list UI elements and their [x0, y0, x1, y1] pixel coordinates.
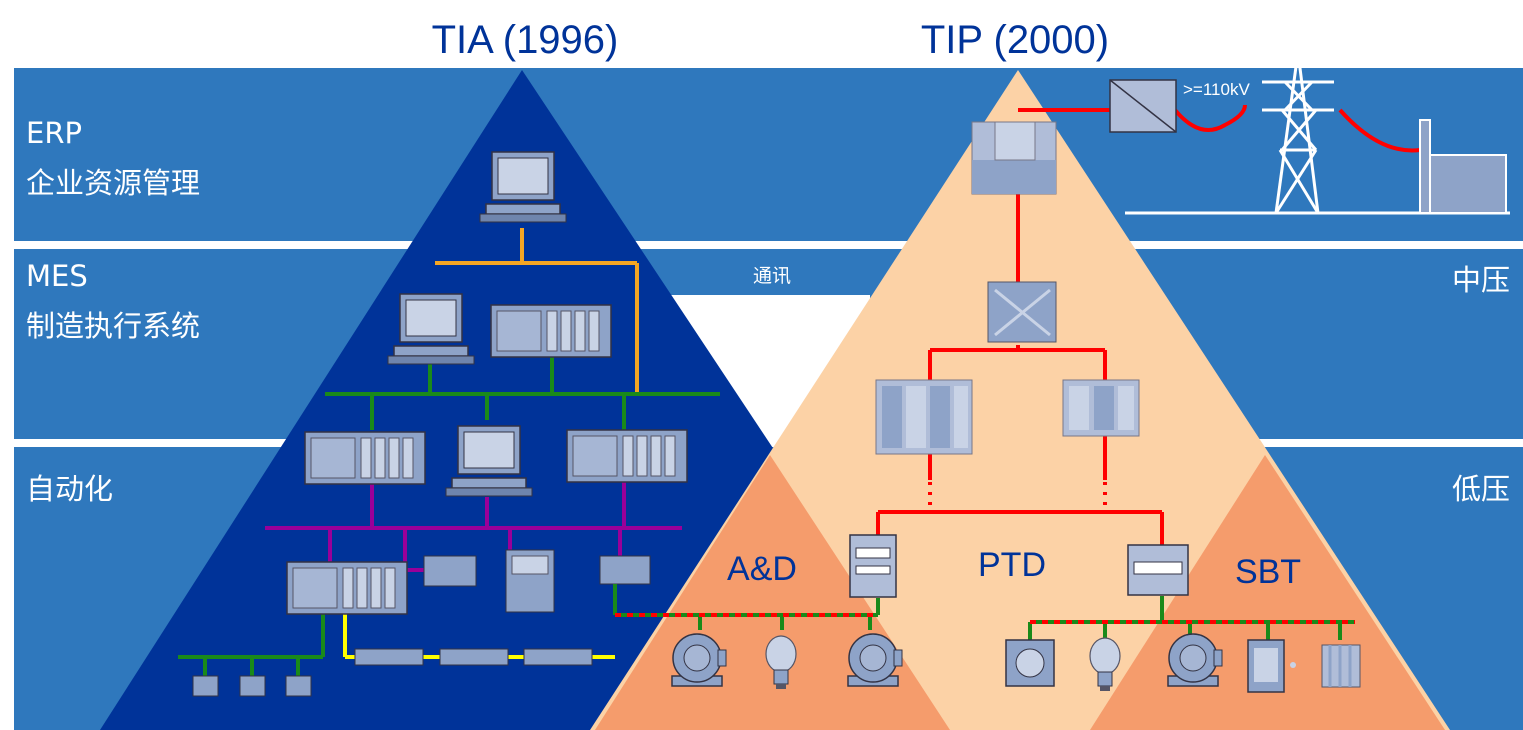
switchboard-icon — [875, 379, 973, 455]
panel-screen — [511, 555, 549, 575]
power-bus — [613, 584, 1355, 640]
erp-cn-label: 企业资源管理 — [26, 166, 200, 200]
sensor-box — [192, 675, 219, 697]
field-bus — [178, 606, 325, 676]
low-voltage-label: 低压 — [1452, 472, 1510, 506]
plc-icon — [304, 431, 426, 485]
drive-module-icon — [423, 555, 477, 587]
io-module — [523, 648, 593, 666]
converter-icon — [1109, 79, 1177, 133]
mes-pc-icon — [387, 293, 475, 365]
mes-label: MES — [26, 259, 88, 293]
sbt-label: SBT — [1235, 553, 1301, 591]
automation-label: 自动化 — [26, 472, 113, 506]
plc-icon — [566, 429, 688, 483]
distribution-box-icon — [1127, 544, 1189, 596]
communication-label: 通讯 — [753, 265, 791, 287]
distribution-box-icon — [849, 534, 897, 598]
switchboard-icon — [1062, 379, 1140, 437]
radiator-icon — [1321, 644, 1361, 688]
sensor-box — [285, 675, 312, 697]
orange-bus — [435, 228, 639, 394]
green-bus — [325, 356, 720, 430]
hmi-pc-icon — [445, 425, 533, 497]
tip-title: TIP (2000) — [921, 18, 1109, 62]
io-module — [354, 648, 424, 666]
ad-label: A&D — [727, 550, 797, 588]
mes-plc-icon — [490, 304, 612, 358]
servo-motor-icon — [599, 555, 651, 585]
socket-icon — [1005, 639, 1055, 687]
purple-bus — [265, 482, 682, 572]
high-voltage-label: >=110kV — [1183, 80, 1250, 99]
power-line — [876, 104, 1421, 545]
sensor-box — [239, 675, 266, 697]
io-module — [439, 648, 509, 666]
erp-label: ERP — [26, 116, 82, 150]
medium-voltage-label: 中压 — [1452, 263, 1510, 297]
ptd-label: PTD — [978, 546, 1046, 584]
transformer-icon — [987, 281, 1057, 343]
mes-cn-label: 制造执行系统 — [26, 309, 200, 343]
thermostat-icon — [1247, 639, 1296, 693]
switchgear-icon — [971, 121, 1057, 195]
field-plc-icon — [286, 561, 408, 615]
power-plant-icon — [1419, 119, 1507, 214]
transmission-tower-icon — [1125, 51, 1510, 215]
tia-title: TIA (1996) — [432, 18, 619, 62]
erp-pc-icon — [479, 151, 567, 223]
